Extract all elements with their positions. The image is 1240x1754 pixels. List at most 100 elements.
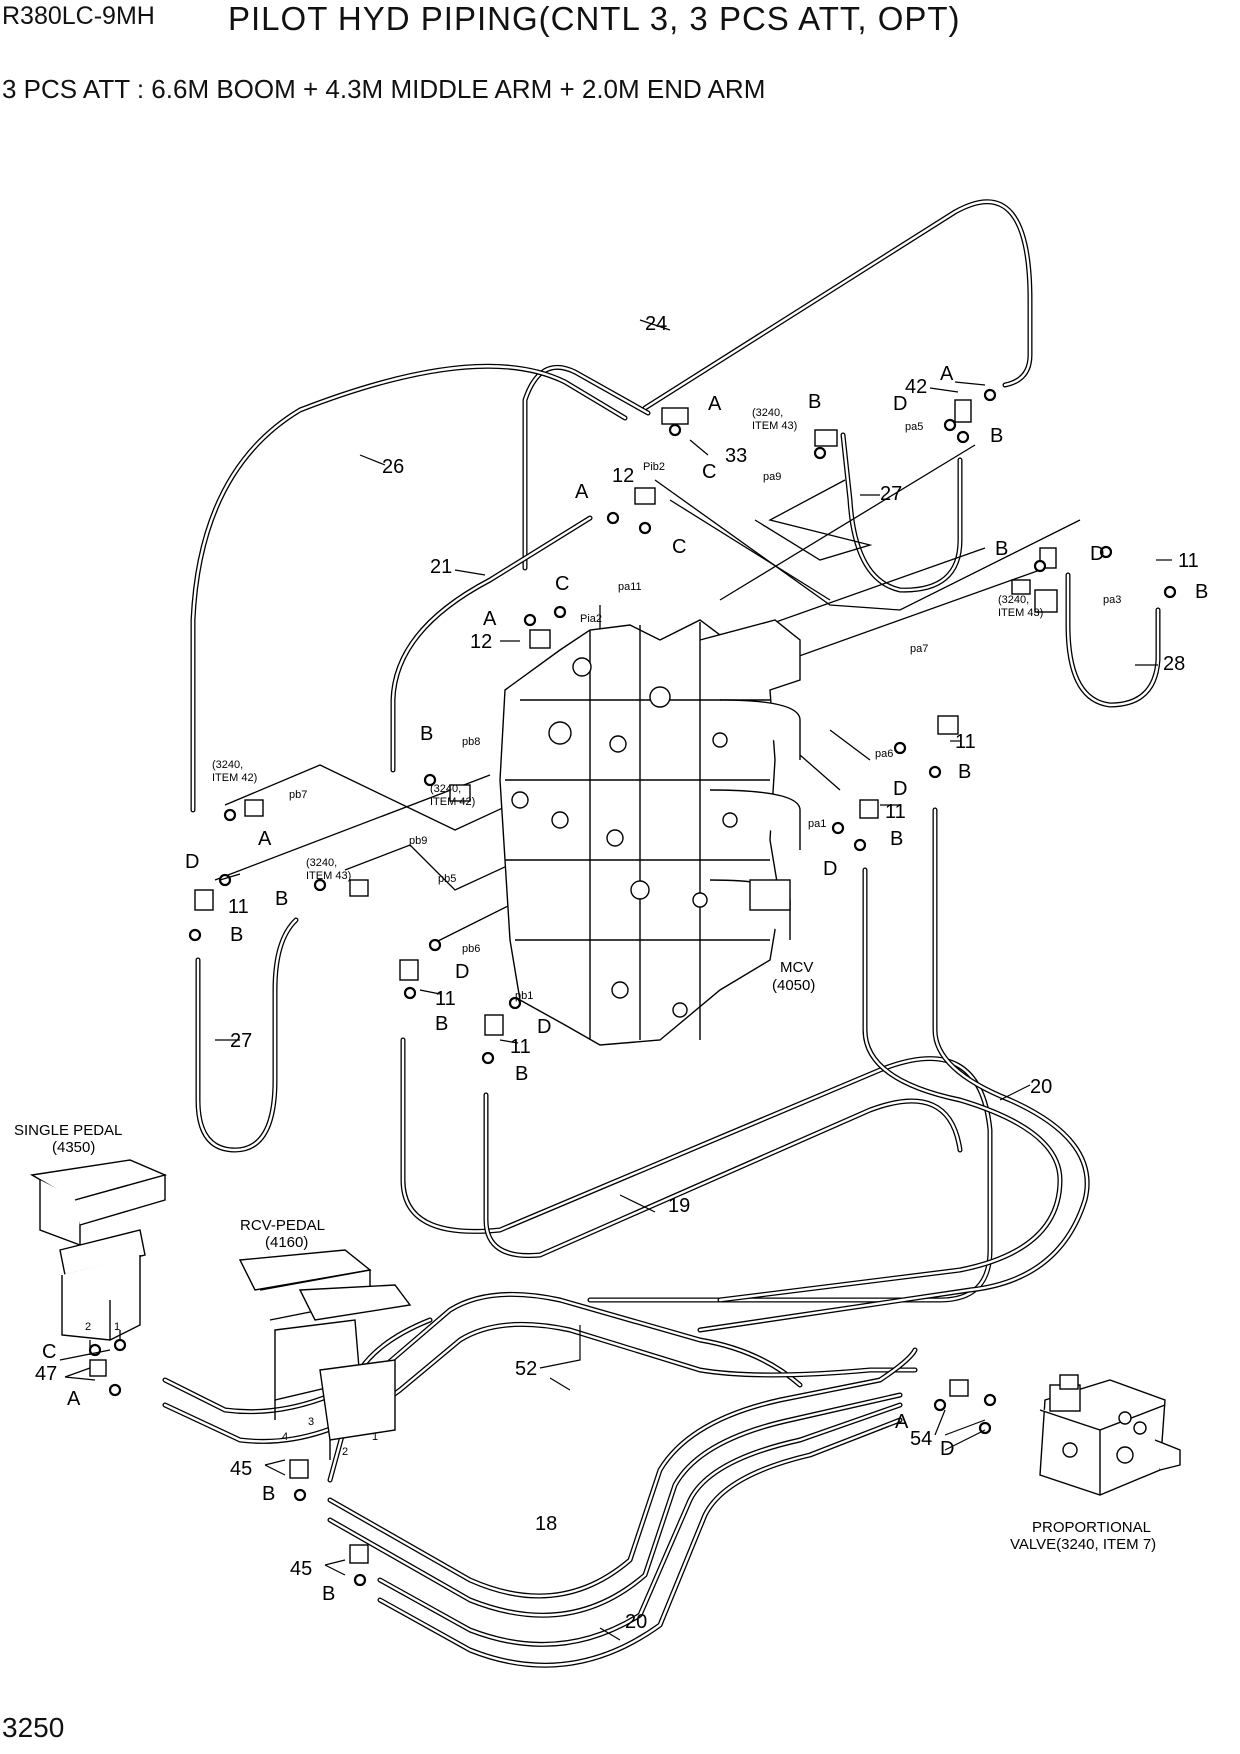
pedal-pin-1: 1	[114, 1321, 120, 1333]
part-11-d: 11	[228, 896, 249, 918]
port-pa11: pa11	[618, 581, 642, 593]
pedal-pin-4: 4	[282, 1431, 288, 1443]
letter-c: C	[672, 536, 686, 558]
pedal-pin-2: 2	[342, 1446, 348, 1458]
letter-b: B	[995, 538, 1008, 560]
letter-b: B	[420, 723, 433, 745]
part-19: 19	[668, 1195, 690, 1217]
letter-a: A	[708, 393, 722, 415]
part-24: 21	[430, 556, 452, 578]
hose-52	[162, 1291, 803, 1415]
ref-item42-a: (3240,	[212, 759, 243, 771]
part-25: 24	[645, 313, 667, 335]
letter-d: D	[537, 1016, 551, 1038]
part-27-lower: 27	[230, 1030, 252, 1052]
letter-a: A	[940, 363, 954, 385]
letter-d: D	[1090, 543, 1104, 565]
letter-b: B	[890, 828, 903, 850]
letter-b: B	[275, 888, 288, 910]
letter-b: B	[262, 1483, 275, 1505]
port-pb8: pb8	[462, 736, 480, 748]
page-number: 3250	[2, 1712, 65, 1743]
single-pedal-label: SINGLE PEDAL	[14, 1122, 122, 1139]
hose-25	[642, 199, 1033, 411]
letter-d: D	[940, 1438, 954, 1460]
letter-c: C	[702, 461, 716, 483]
letter-b: B	[958, 761, 971, 783]
part-12-left: 12	[470, 631, 492, 653]
pedal-pin-3: 3	[308, 1416, 314, 1428]
ref-item42-b: (3240,	[430, 783, 461, 795]
pedal-pin-1: 1	[372, 1431, 378, 1443]
part-18: 18	[535, 1513, 557, 1535]
letter-a: A	[258, 828, 272, 850]
port-pc1: Pia2	[580, 613, 602, 625]
proportional-valve-ref: VALVE(3240, ITEM 7)	[1010, 1536, 1156, 1553]
hose-18	[327, 1347, 918, 1599]
ref-item43-c2: ITEM 43)	[306, 870, 351, 882]
letter-a: A	[483, 608, 497, 630]
letter-b: B	[515, 1063, 528, 1085]
page-subtitle: 3 PCS ATT : 6.6M BOOM + 4.3M MIDDLE ARM …	[2, 74, 766, 104]
letter-b: B	[1195, 581, 1208, 603]
part-11-a: 11	[1178, 550, 1199, 572]
part-11-e: 11	[435, 988, 456, 1010]
rcv-pedal-ref: (4160)	[265, 1234, 308, 1251]
letter-d: D	[893, 393, 907, 415]
port-pb7: pb7	[289, 789, 307, 801]
letter-d: D	[823, 858, 837, 880]
port-pb6: pb6	[462, 943, 480, 955]
part-47: 47	[35, 1363, 57, 1385]
letter-d: D	[893, 778, 907, 800]
part-28: 28	[1163, 653, 1185, 675]
part-52: 52	[515, 1358, 537, 1380]
model-code: R380LC-9MH	[2, 2, 155, 30]
letter-b: B	[322, 1583, 335, 1605]
part-11-c: 11	[885, 801, 906, 823]
letter-a: A	[895, 1411, 909, 1433]
part-21: 20	[1030, 1076, 1052, 1098]
rcv-pedal-assembly: RCV-PEDAL (4160)	[238, 1217, 412, 1460]
letter-b: B	[990, 425, 1003, 447]
letter-b: B	[435, 1013, 448, 1035]
port-pa1: pa1	[808, 818, 826, 830]
part-11-f: 11	[510, 1036, 531, 1058]
mcv-label: MCV	[780, 959, 813, 976]
ref-item42-a2: ITEM 42)	[212, 772, 257, 784]
ref-item43-b2: ITEM 43)	[998, 607, 1043, 619]
part-54: 54	[910, 1428, 932, 1450]
part-45-a: 45	[230, 1458, 252, 1480]
part-26: 26	[382, 456, 404, 478]
letter-b: B	[808, 391, 821, 413]
port-pc2: Pib2	[643, 461, 665, 473]
ref-item43-a: (3240,	[752, 407, 783, 419]
port-pa9: pa9	[763, 471, 781, 483]
ref-item43-a2: ITEM 43)	[752, 420, 797, 432]
rcv-pedal-label: RCV-PEDAL	[240, 1217, 325, 1234]
single-pedal-ref: (4350)	[52, 1139, 95, 1156]
ref-item43-c: (3240,	[306, 857, 337, 869]
pedal-pin-2: 2	[85, 1321, 91, 1333]
hose-27-upper	[840, 432, 963, 593]
part-11-b: 11	[955, 731, 976, 753]
letter-a: A	[67, 1388, 81, 1410]
part-45-b: 45	[290, 1558, 312, 1580]
ref-item42-b2: ITEM 42)	[430, 796, 475, 808]
letter-b: B	[230, 924, 243, 946]
letter-c: C	[42, 1341, 56, 1363]
main-control-valve: MCV (4050)	[499, 619, 815, 1046]
port-pb1: pb1	[515, 990, 533, 1002]
letter-d: D	[185, 851, 199, 873]
part-42: 42	[905, 376, 927, 398]
letter-a: A	[575, 481, 589, 503]
proportional-valve-assembly: PROPORTIONAL VALVE(3240, ITEM 7)	[1010, 1374, 1181, 1553]
part-27-upper: 27	[880, 483, 902, 505]
port-pa6: pa6	[875, 748, 893, 760]
part-12-top: 12	[612, 465, 634, 487]
ref-item43-b: (3240,	[998, 594, 1029, 606]
letter-c: C	[555, 573, 569, 595]
page-title: PILOT HYD PIPING(CNTL 3, 3 PCS ATT, OPT)	[228, 0, 961, 37]
single-pedal-assembly: SINGLE PEDAL (4350)	[14, 1122, 168, 1355]
part-20: 20	[625, 1611, 647, 1633]
port-pb5: pb5	[438, 873, 456, 885]
